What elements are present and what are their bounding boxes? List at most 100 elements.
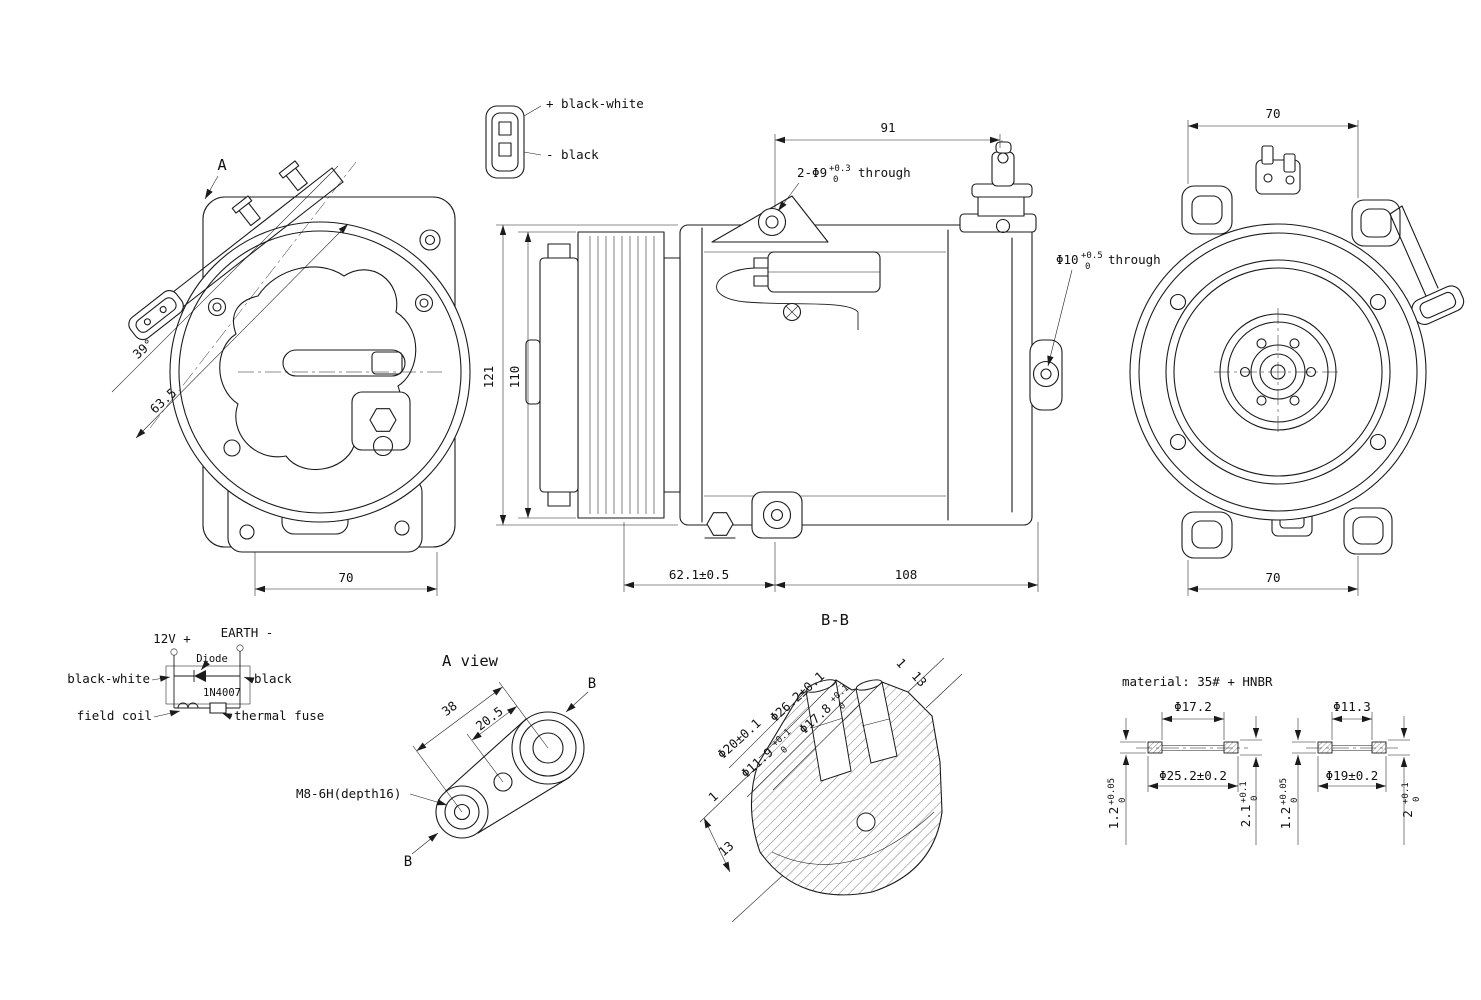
svg-text:+0.3: +0.3 xyxy=(829,164,851,174)
earth-label: EARTH - xyxy=(221,625,274,640)
dim-108-label: 108 xyxy=(895,567,918,582)
gasket-right-section-a xyxy=(1317,741,1333,754)
rear-connector-plug xyxy=(1411,285,1465,325)
gasket-left-core-thickness: 1.2 +0.05 0 xyxy=(1106,778,1128,829)
diode-label: Diode xyxy=(196,653,228,665)
front-boss xyxy=(351,391,411,451)
svg-text:2.1: 2.1 xyxy=(1238,805,1253,828)
gasket-right-inner-dia: Φ11.3 xyxy=(1333,699,1371,714)
wire-negative-label: black xyxy=(254,671,292,686)
svg-text:Φ10: Φ10 xyxy=(1056,252,1079,267)
gasket-right-section-b xyxy=(1371,741,1387,754)
section-b-arrow-top: B xyxy=(588,676,596,692)
svg-text:+0.05: +0.05 xyxy=(1279,778,1289,805)
harness-wire xyxy=(716,267,859,330)
gasket-left: Φ17.2 Φ25.2±0.2 1.2 +0.05 0 2.1 +0.1 0 xyxy=(1106,699,1262,845)
hex-bolt xyxy=(369,408,397,432)
connector-housing xyxy=(485,105,525,179)
svg-text:0: 0 xyxy=(1412,797,1422,802)
supply-label: 12V + xyxy=(153,631,191,646)
connector-inner xyxy=(491,112,519,172)
gasket-left-outer-dia: Φ25.2±0.2 xyxy=(1159,768,1227,783)
lug-top-left xyxy=(1181,185,1233,235)
wiring-diagram: 12V + EARTH - Diode 1N4007 black-white b… xyxy=(67,625,324,723)
gasket-left-total-thickness: 2.1 +0.1 0 xyxy=(1238,781,1260,827)
view-a-arrow-label: A xyxy=(217,156,227,174)
rear-view: 70 70 xyxy=(1129,106,1465,596)
svg-text:0: 0 xyxy=(779,745,790,756)
svg-text:0: 0 xyxy=(1290,798,1300,803)
phi10-callout: Φ10 +0.5 0 through xyxy=(1047,251,1161,367)
svg-text:0: 0 xyxy=(1250,796,1260,801)
side-connector xyxy=(716,251,881,330)
connector-pin-negative xyxy=(498,142,512,157)
bearing-section xyxy=(663,257,681,493)
pin-negative-label: - black xyxy=(546,147,599,162)
dim-91-label: 91 xyxy=(880,120,895,135)
gasket-left-section-a xyxy=(1147,741,1163,754)
section-b-arrow-bottom: B xyxy=(404,854,412,870)
material-note: material: 35# + HNBR xyxy=(1122,674,1273,689)
rear-bottom-width-label: 70 xyxy=(1265,570,1280,585)
depth-13-left-label: 13 xyxy=(715,838,736,859)
diode-part-label: 1N4007 xyxy=(203,687,241,699)
gasket-left-section-b xyxy=(1223,741,1239,754)
svg-text:0: 0 xyxy=(837,701,848,712)
diode-symbol xyxy=(194,670,206,682)
connector-pinout-detail: + black-white - black xyxy=(485,96,644,179)
svg-text:0: 0 xyxy=(1118,798,1128,803)
svg-text:2-Φ9: 2-Φ9 xyxy=(797,165,827,180)
svg-text:+0.5: +0.5 xyxy=(1081,251,1103,261)
svg-text:0: 0 xyxy=(833,175,838,185)
front-view: A 39° 63.5 70 xyxy=(111,156,471,596)
terminal-stud-1 xyxy=(231,195,261,227)
thermal-fuse-symbol xyxy=(209,702,227,714)
gasket-details: material: 35# + HNBR Φ17.2 Φ25.2±0.2 1.2… xyxy=(1106,674,1422,845)
svg-text:+0.05: +0.05 xyxy=(1107,778,1117,805)
section-bb-callout: B-B xyxy=(821,611,849,629)
svg-text:through: through xyxy=(858,165,911,180)
side-view: 91 2-Φ9 +0.3 0 through 121 110 Φ10 +0.5 … xyxy=(481,120,1161,629)
svg-text:2: 2 xyxy=(1400,810,1415,818)
dim-62-label: 62.1±0.5 xyxy=(669,567,729,582)
angle-dim-label: 39° xyxy=(130,336,157,362)
dim-38-label: 38 xyxy=(439,698,460,719)
thermal-fuse-label: thermal fuse xyxy=(234,708,324,723)
port-fittings xyxy=(959,141,1037,234)
clutch-plate xyxy=(539,257,579,493)
terminal-stud-2 xyxy=(278,160,308,192)
wire-positive-label: black-white xyxy=(67,671,150,686)
hex-bolt-side xyxy=(706,512,734,536)
front-width-dim-label: 70 xyxy=(338,570,353,585)
lug-top-right xyxy=(1351,199,1401,247)
gasket-right: Φ11.3 Φ19±0.2 1.2 +0.05 0 2 +0.1 0 xyxy=(1278,699,1422,845)
svg-text:+0.1: +0.1 xyxy=(1239,781,1249,803)
a-view: A view 38 20.5 B B M8-6H(depth16) xyxy=(296,652,596,870)
gasket-right-outer-dia: Φ19±0.2 xyxy=(1326,768,1379,783)
dim-110-label: 110 xyxy=(507,366,522,389)
lug-bottom-right xyxy=(1343,507,1393,555)
field-coil-symbol xyxy=(177,702,199,709)
gasket-right-total-thickness: 2 +0.1 0 xyxy=(1400,782,1422,817)
pin-positive-label: + black-white xyxy=(546,96,644,111)
svg-text:+0.1: +0.1 xyxy=(1401,782,1411,804)
gasket-right-core-thickness: 1.2 +0.05 0 xyxy=(1278,778,1300,829)
svg-text:1.2: 1.2 xyxy=(1278,807,1293,830)
holes-callout: 2-Φ9 +0.3 0 through xyxy=(777,164,911,212)
dim-121-label: 121 xyxy=(481,366,496,389)
a-view-title: A view xyxy=(442,652,499,670)
field-coil-label: field coil xyxy=(77,708,152,723)
connector-pin-positive xyxy=(498,121,512,136)
svg-text:1.2: 1.2 xyxy=(1106,807,1121,830)
svg-text:through: through xyxy=(1108,252,1161,267)
svg-text:0: 0 xyxy=(1085,262,1090,272)
section-b-b: Φ26.2±0.1 Φ17.8 +0.1 0 Φ20±0.1 Φ11.9 +0.… xyxy=(699,655,963,923)
rear-top-width-label: 70 xyxy=(1265,106,1280,121)
section-body xyxy=(750,679,943,896)
depth-1-left-label: 1 xyxy=(705,789,721,805)
pulley xyxy=(577,231,665,519)
depth-13-top-label: 13 xyxy=(909,668,930,689)
depth-1-top-label: 1 xyxy=(893,655,909,671)
